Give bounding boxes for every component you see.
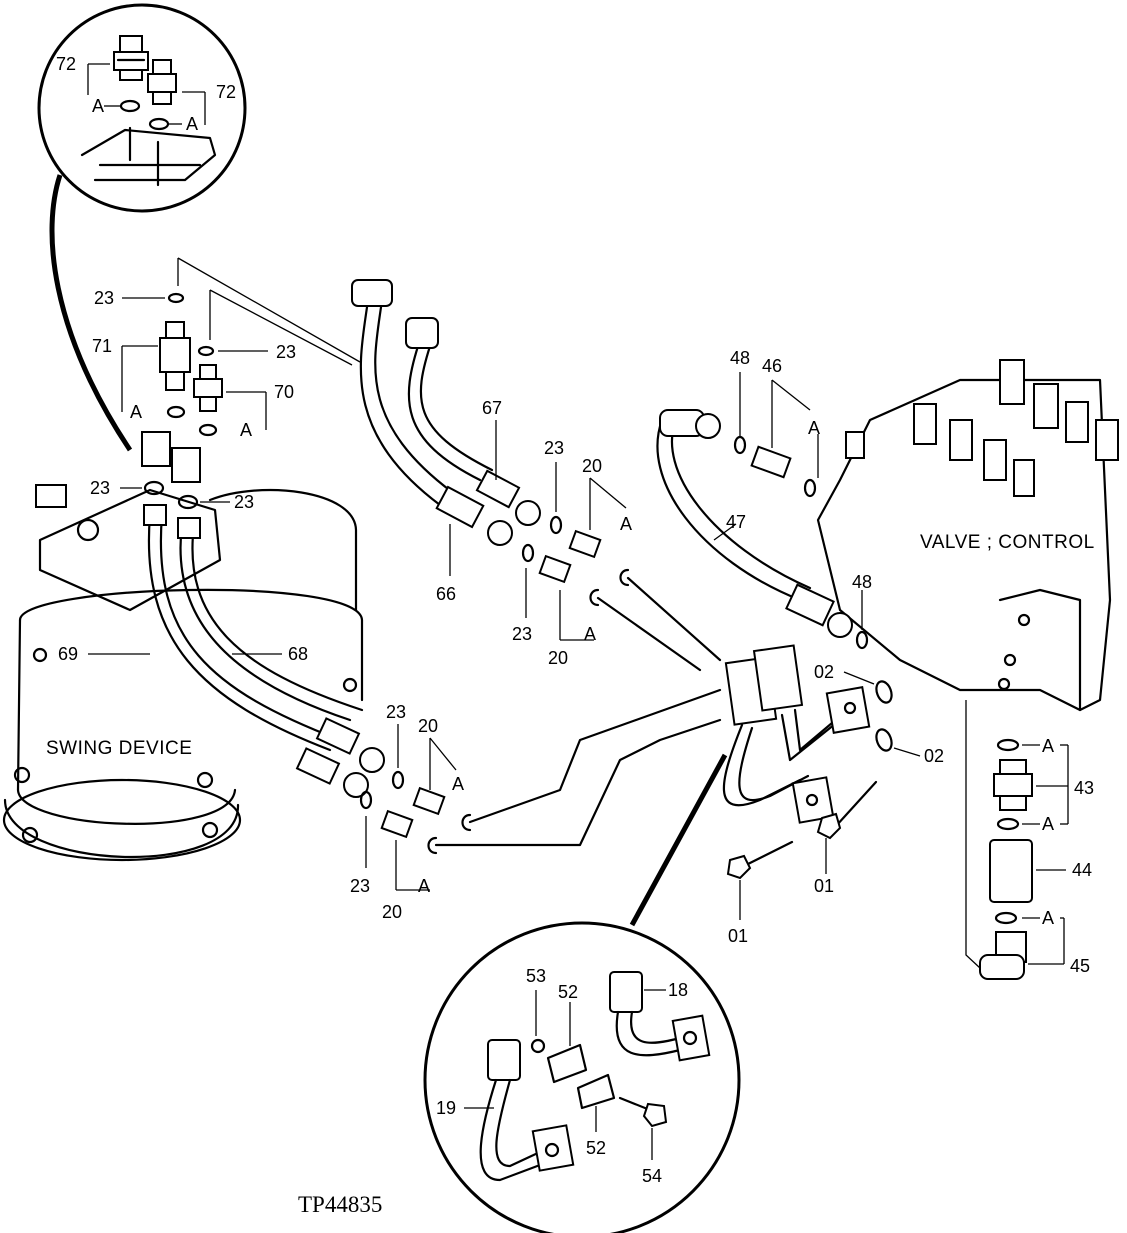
callout-23-g: 23 (386, 702, 406, 722)
callout-46: 46 (762, 356, 782, 376)
callout-23-a: 23 (94, 288, 114, 308)
drawing-reference: TP44835 (298, 1192, 382, 1217)
callout-19: 19 (436, 1098, 456, 1118)
callout-23-f: 23 (512, 624, 532, 644)
swing-device-label: SWING DEVICE (46, 738, 192, 759)
callout-a-detail-left: A (92, 96, 104, 116)
detail-view-fittings: 72 72 A A (37, 3, 247, 452)
callout-53: 53 (526, 966, 546, 986)
callout-a-20-c: A (452, 774, 464, 794)
callout-a-20-d: A (418, 876, 430, 896)
callout-a-detail-right: A (186, 114, 198, 134)
callout-a-45: A (1042, 908, 1054, 928)
callout-69: 69 (58, 644, 78, 664)
callout-23-d: 23 (234, 492, 254, 512)
callout-a-43-b: A (1042, 814, 1054, 834)
swing-fittings-stack: 23 23 71 70 A A 23 23 (90, 288, 296, 512)
bolts-01: 01 01 (726, 780, 878, 946)
swing-device: SWING DEVICE (2, 484, 364, 862)
fittings-20-lower: 23 23 20 20 A A (350, 702, 472, 922)
callout-47: 47 (726, 512, 746, 532)
callout-52-a: 52 (558, 982, 578, 1002)
callout-20-b: 20 (548, 648, 568, 668)
callout-67: 67 (482, 398, 502, 418)
callout-20-d: 20 (382, 902, 402, 922)
callout-20-c: 20 (418, 716, 438, 736)
callout-66: 66 (436, 584, 456, 604)
callout-68: 68 (288, 644, 308, 664)
hose-47-assembly: 48 46 A 48 47 (656, 348, 872, 650)
junction-block (722, 644, 871, 824)
callout-72-left: 72 (56, 54, 76, 74)
callout-45: 45 (1070, 956, 1090, 976)
callout-a-43-a: A (1042, 736, 1054, 756)
callout-54: 54 (642, 1166, 662, 1186)
callout-23-c: 23 (90, 478, 110, 498)
callout-01-b: 01 (814, 876, 834, 896)
callout-52-b: 52 (586, 1138, 606, 1158)
callout-70: 70 (274, 382, 294, 402)
callout-02-b: 02 (924, 746, 944, 766)
callout-18: 18 (668, 980, 688, 1000)
callout-a-70: A (240, 420, 252, 440)
callout-23-h: 23 (350, 876, 370, 896)
callout-01-a: 01 (728, 926, 748, 946)
callout-a-71: A (130, 402, 142, 422)
fittings-20-upper: 23 23 20 20 A A (512, 438, 632, 668)
callout-02-a: 02 (814, 662, 834, 682)
callout-a-46: A (808, 418, 820, 438)
fittings-43-44-45: A 43 A 44 A 45 (965, 700, 1094, 980)
control-valve: VALVE ; CONTROL (816, 359, 1119, 712)
callout-71: 71 (92, 336, 112, 356)
hoses-68-69: 69 68 (58, 504, 385, 798)
control-valve-label: VALVE ; CONTROL (920, 532, 1095, 553)
callout-72-right: 72 (216, 82, 236, 102)
callout-20-a: 20 (582, 456, 602, 476)
orings-02: 02 02 (814, 662, 944, 766)
callout-48-b: 48 (852, 572, 872, 592)
callout-44: 44 (1072, 860, 1092, 880)
callout-23-b: 23 (276, 342, 296, 362)
hoses-66-67: 67 66 (351, 279, 541, 604)
detail-view-pipes: 53 52 18 19 52 54 (423, 753, 741, 1233)
callout-43: 43 (1074, 778, 1094, 798)
callout-48-a: 48 (730, 348, 750, 368)
callout-23-e: 23 (544, 438, 564, 458)
callout-a-20-a: A (620, 514, 632, 534)
callout-a-20-b: A (584, 624, 596, 644)
